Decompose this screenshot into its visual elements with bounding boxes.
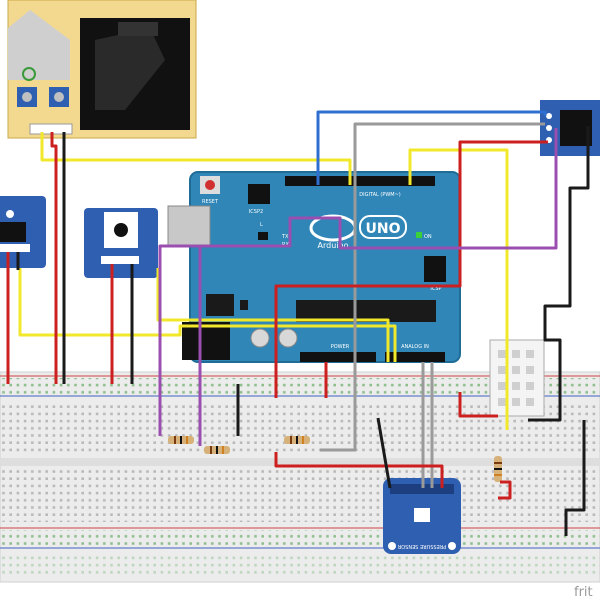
l-label: L: [260, 222, 263, 228]
wire-red: [498, 480, 512, 500]
resistor: [284, 436, 310, 444]
power-header-label: POWER: [331, 344, 350, 350]
grove-module-left: [0, 196, 46, 268]
on-label: ON: [424, 234, 432, 240]
wire-yellow: [18, 268, 397, 362]
dust-sensor: [7, 0, 197, 139]
wire-red: [274, 452, 444, 488]
icsp2-label: ICSP2: [249, 209, 263, 215]
wire-yellow: [40, 132, 352, 185]
analog-header-label: ANALOG IN: [401, 344, 429, 350]
wire-blue: [316, 110, 547, 185]
grove-module-middle: [84, 208, 158, 278]
reset-label: RESET: [202, 199, 219, 205]
arduino-model: UNO: [366, 221, 401, 237]
pressure-sensor-label: PRESSURE SENSOR: [397, 543, 446, 549]
wire-black: [376, 417, 392, 489]
digital-header-label: DIGITAL (PWM~): [359, 192, 401, 198]
wire-red: [458, 140, 548, 185]
fritzing-watermark: frit: [574, 585, 593, 600]
resistors: [168, 436, 502, 482]
wire-purple: [158, 128, 558, 436]
resistor: [168, 436, 194, 444]
tx-label: TX: [281, 234, 289, 240]
wire-yellow: [156, 268, 390, 362]
humidity-sensor: [489, 339, 545, 417]
wire-red: [50, 132, 58, 384]
arduino-brand: Arduino: [318, 241, 349, 250]
wire-gray: [353, 122, 545, 185]
pressure-sensor-module: PRESSURE SENSOR: [383, 478, 461, 554]
wire-red: [274, 185, 462, 398]
wire-black: [564, 420, 586, 536]
rtc-module: [540, 100, 600, 156]
resistor: [204, 446, 230, 454]
wire-red: [458, 392, 498, 418]
resistor: [494, 456, 502, 482]
wire-gray: [320, 185, 357, 452]
arduino-uno-board: RESET ICSP2 DIGITAL (PWM~) Arduino UNO T…: [167, 171, 461, 363]
wire-black: [528, 126, 590, 422]
wires: [6, 110, 590, 536]
icsp-label: ICSP: [430, 286, 441, 292]
